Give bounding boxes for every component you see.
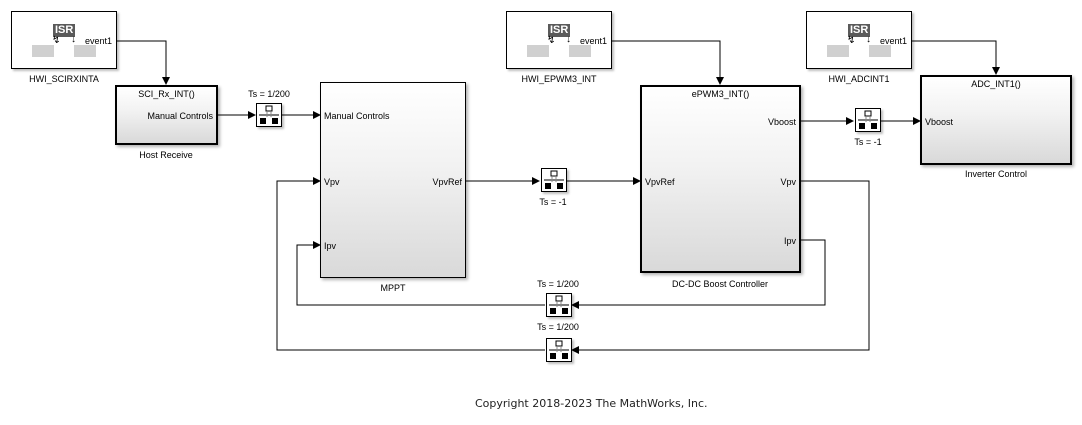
subsystem-dc-dc-boost[interactable]: ePWM3_INT() VpvRef Vboost Vpv Ipv	[640, 85, 801, 273]
port-vpvref-out: VpvRef	[432, 177, 462, 187]
isr-source-icon	[827, 45, 849, 57]
port-ipv-out: Ipv	[783, 236, 796, 246]
rate-transition-icon	[858, 110, 878, 129]
trigger-port-label: ADC_INT1()	[971, 79, 1021, 89]
hwi-block-scirxinta[interactable]: ISR ↯ ↓ event1	[11, 11, 117, 69]
rate-transition-5[interactable]	[546, 338, 572, 362]
copyright-text: Copyright 2018-2023 The MathWorks, Inc.	[475, 397, 708, 410]
trigger-port-label: SCI_Rx_INT()	[138, 89, 195, 99]
rate-transition-3[interactable]	[855, 108, 881, 132]
down-arrow-icon: ↓	[566, 34, 571, 45]
hwi-label-epwm3: HWI_EPWM3_INT	[521, 74, 597, 84]
trigger-port-label: ePWM3_INT()	[691, 89, 750, 99]
lightning-icon: ↯	[547, 35, 556, 46]
rt1-sample-time: Ts = 1/200	[248, 89, 290, 99]
port-manual-controls-out: Manual Controls	[147, 111, 213, 121]
isr-icon: ISR	[53, 24, 76, 37]
isr-target-icon	[869, 45, 891, 57]
rate-transition-2[interactable]	[541, 168, 567, 192]
port-ipv-in: Ipv	[324, 241, 337, 251]
label-dc-dc-boost: DC-DC Boost Controller	[671, 279, 769, 289]
subsystem-mppt[interactable]: Manual Controls Vpv Ipv VpvRef	[320, 82, 466, 278]
isr-source-icon	[32, 45, 54, 57]
label-host-receive: Host Receive	[139, 150, 193, 160]
hwi-label-scirxinta: HWI_SCIRXINTA	[29, 74, 99, 84]
wire-event-sci[interactable]	[117, 40, 170, 85]
label-mppt: MPPT	[380, 283, 406, 293]
subsystem-inverter-control[interactable]: ADC_INT1() Vboost	[920, 75, 1072, 165]
rate-transition-icon	[549, 295, 569, 314]
hwi-label-adcint1: HWI_ADCINT1	[828, 74, 890, 84]
subsystem-host-receive[interactable]: SCI_Rx_INT() Manual Controls	[115, 85, 218, 145]
rate-transition-1[interactable]	[256, 103, 282, 127]
rate-transition-icon	[549, 340, 569, 359]
hwi-block-epwm3[interactable]: ISR ↯ ↓ event1	[506, 11, 612, 69]
port-vboost-out: Vboost	[767, 117, 796, 127]
rate-transition-4[interactable]	[546, 293, 572, 317]
port-event1: event1	[879, 36, 907, 46]
lightning-icon: ↯	[52, 35, 61, 46]
isr-target-icon	[74, 45, 96, 57]
wire-vpv-b[interactable]	[276, 177, 545, 351]
isr-target-icon	[569, 45, 591, 57]
rt5-sample-time: Ts = 1/200	[537, 322, 579, 332]
port-event1: event1	[579, 36, 607, 46]
port-manual-controls-in: Manual Controls	[324, 111, 390, 121]
hwi-block-adcint1[interactable]: ISR ↯ ↓ event1	[806, 11, 912, 69]
wire-event-adc[interactable]	[912, 40, 1000, 75]
wire-ipv-a[interactable]	[571, 239, 826, 309]
wire-ipv-b[interactable]	[296, 241, 545, 306]
down-arrow-icon: ↓	[866, 34, 871, 45]
isr-icon: ISR	[848, 24, 871, 37]
isr-icon: ISR	[548, 24, 571, 37]
label-inverter-control: Inverter Control	[964, 169, 1028, 179]
rt3-sample-time: Ts = -1	[854, 137, 882, 147]
rate-transition-icon	[544, 170, 564, 189]
isr-source-icon	[527, 45, 549, 57]
down-arrow-icon: ↓	[71, 34, 76, 45]
port-vpvref-in: VpvRef	[645, 177, 675, 187]
port-vboost-in: Vboost	[925, 117, 954, 127]
port-event1: event1	[84, 36, 112, 46]
wire-vpv-a[interactable]	[571, 180, 870, 354]
port-vpv-out: Vpv	[780, 177, 796, 187]
wire-event-epwm[interactable]	[612, 40, 724, 85]
port-vpv-in: Vpv	[324, 177, 340, 187]
rate-transition-icon	[259, 105, 279, 124]
rt2-sample-time: Ts = -1	[539, 197, 567, 207]
lightning-icon: ↯	[847, 35, 856, 46]
rt4-sample-time: Ts = 1/200	[537, 279, 579, 289]
